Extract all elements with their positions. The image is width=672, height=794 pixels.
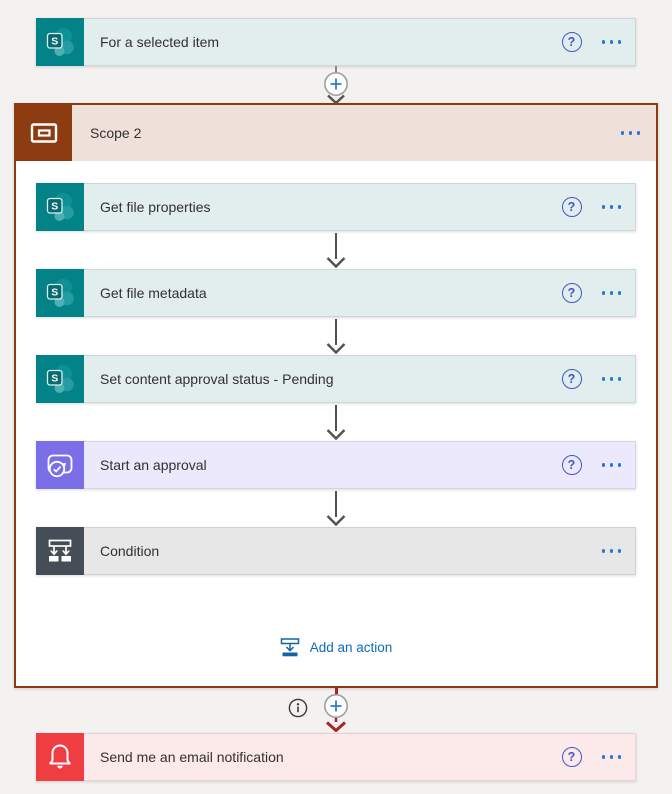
sharepoint-icon: S: [36, 18, 84, 66]
insert-action-icon: [280, 638, 299, 657]
action-card-get-file-properties[interactable]: S Get file properties ?: [36, 183, 636, 231]
action-card-send-email-notification[interactable]: Send me an email notification ?: [36, 733, 636, 781]
scope-title: Scope 2: [90, 125, 142, 141]
trigger-card-for-a-selected-item[interactable]: S For a selected item ?: [36, 18, 636, 66]
question-icon: ?: [567, 199, 576, 214]
action-title: Start an approval: [100, 457, 207, 473]
more-options-button[interactable]: [601, 36, 621, 48]
scope-header[interactable]: Scope 2: [16, 105, 656, 161]
help-button[interactable]: ?: [561, 747, 582, 767]
more-options-button[interactable]: [601, 287, 621, 299]
help-button[interactable]: ?: [561, 197, 582, 217]
condition-icon: [36, 527, 84, 575]
scope-more-options-button[interactable]: [620, 127, 640, 139]
sharepoint-icon: S: [36, 183, 84, 231]
info-icon[interactable]: [288, 698, 308, 718]
insert-step-connector[interactable]: [322, 66, 350, 104]
help-button[interactable]: ?: [561, 369, 582, 389]
approvals-icon: [36, 441, 84, 489]
svg-text:S: S: [51, 286, 58, 298]
question-icon: ?: [567, 34, 576, 49]
svg-text:S: S: [51, 35, 58, 47]
sharepoint-icon: S: [36, 355, 84, 403]
help-button[interactable]: ?: [561, 283, 582, 303]
action-title: Send me an email notification: [100, 749, 284, 765]
flow-arrow: [326, 233, 346, 268]
flow-arrow: [326, 319, 346, 354]
add-action-label: Add an action: [309, 640, 393, 655]
flow-arrow: [326, 405, 346, 440]
more-options-button[interactable]: [601, 201, 621, 213]
sharepoint-icon: S: [36, 269, 84, 317]
add-an-action-button[interactable]: Add an action: [14, 638, 658, 657]
action-title: Condition: [100, 543, 160, 559]
flow-arrow: [326, 491, 346, 526]
more-options-button[interactable]: [601, 459, 621, 471]
insert-step-connector[interactable]: [323, 694, 351, 719]
action-title: Get file properties: [100, 199, 211, 215]
more-options-button[interactable]: [601, 545, 621, 557]
question-icon: ?: [567, 371, 576, 386]
action-card-set-content-approval-status[interactable]: S Set content approval status - Pending …: [36, 355, 636, 403]
action-title: Get file metadata: [100, 285, 207, 301]
svg-text:S: S: [51, 372, 58, 384]
more-options-button[interactable]: [601, 373, 621, 385]
connector-red-tick: [335, 687, 338, 696]
scope-icon: [16, 105, 72, 161]
action-card-condition[interactable]: Condition: [36, 527, 636, 575]
question-icon: ?: [567, 457, 576, 472]
help-button[interactable]: ?: [561, 455, 582, 475]
help-button[interactable]: ?: [561, 32, 582, 52]
action-card-get-file-metadata[interactable]: S Get file metadata ?: [36, 269, 636, 317]
question-icon: ?: [567, 749, 576, 764]
more-options-button[interactable]: [601, 751, 621, 763]
action-card-start-an-approval[interactable]: Start an approval ?: [36, 441, 636, 489]
flow-arrow-red: [326, 718, 346, 732]
action-title: Set content approval status - Pending: [100, 371, 334, 387]
question-icon: ?: [567, 285, 576, 300]
trigger-title: For a selected item: [100, 34, 220, 50]
svg-text:S: S: [51, 200, 58, 212]
bell-icon: [36, 733, 84, 781]
